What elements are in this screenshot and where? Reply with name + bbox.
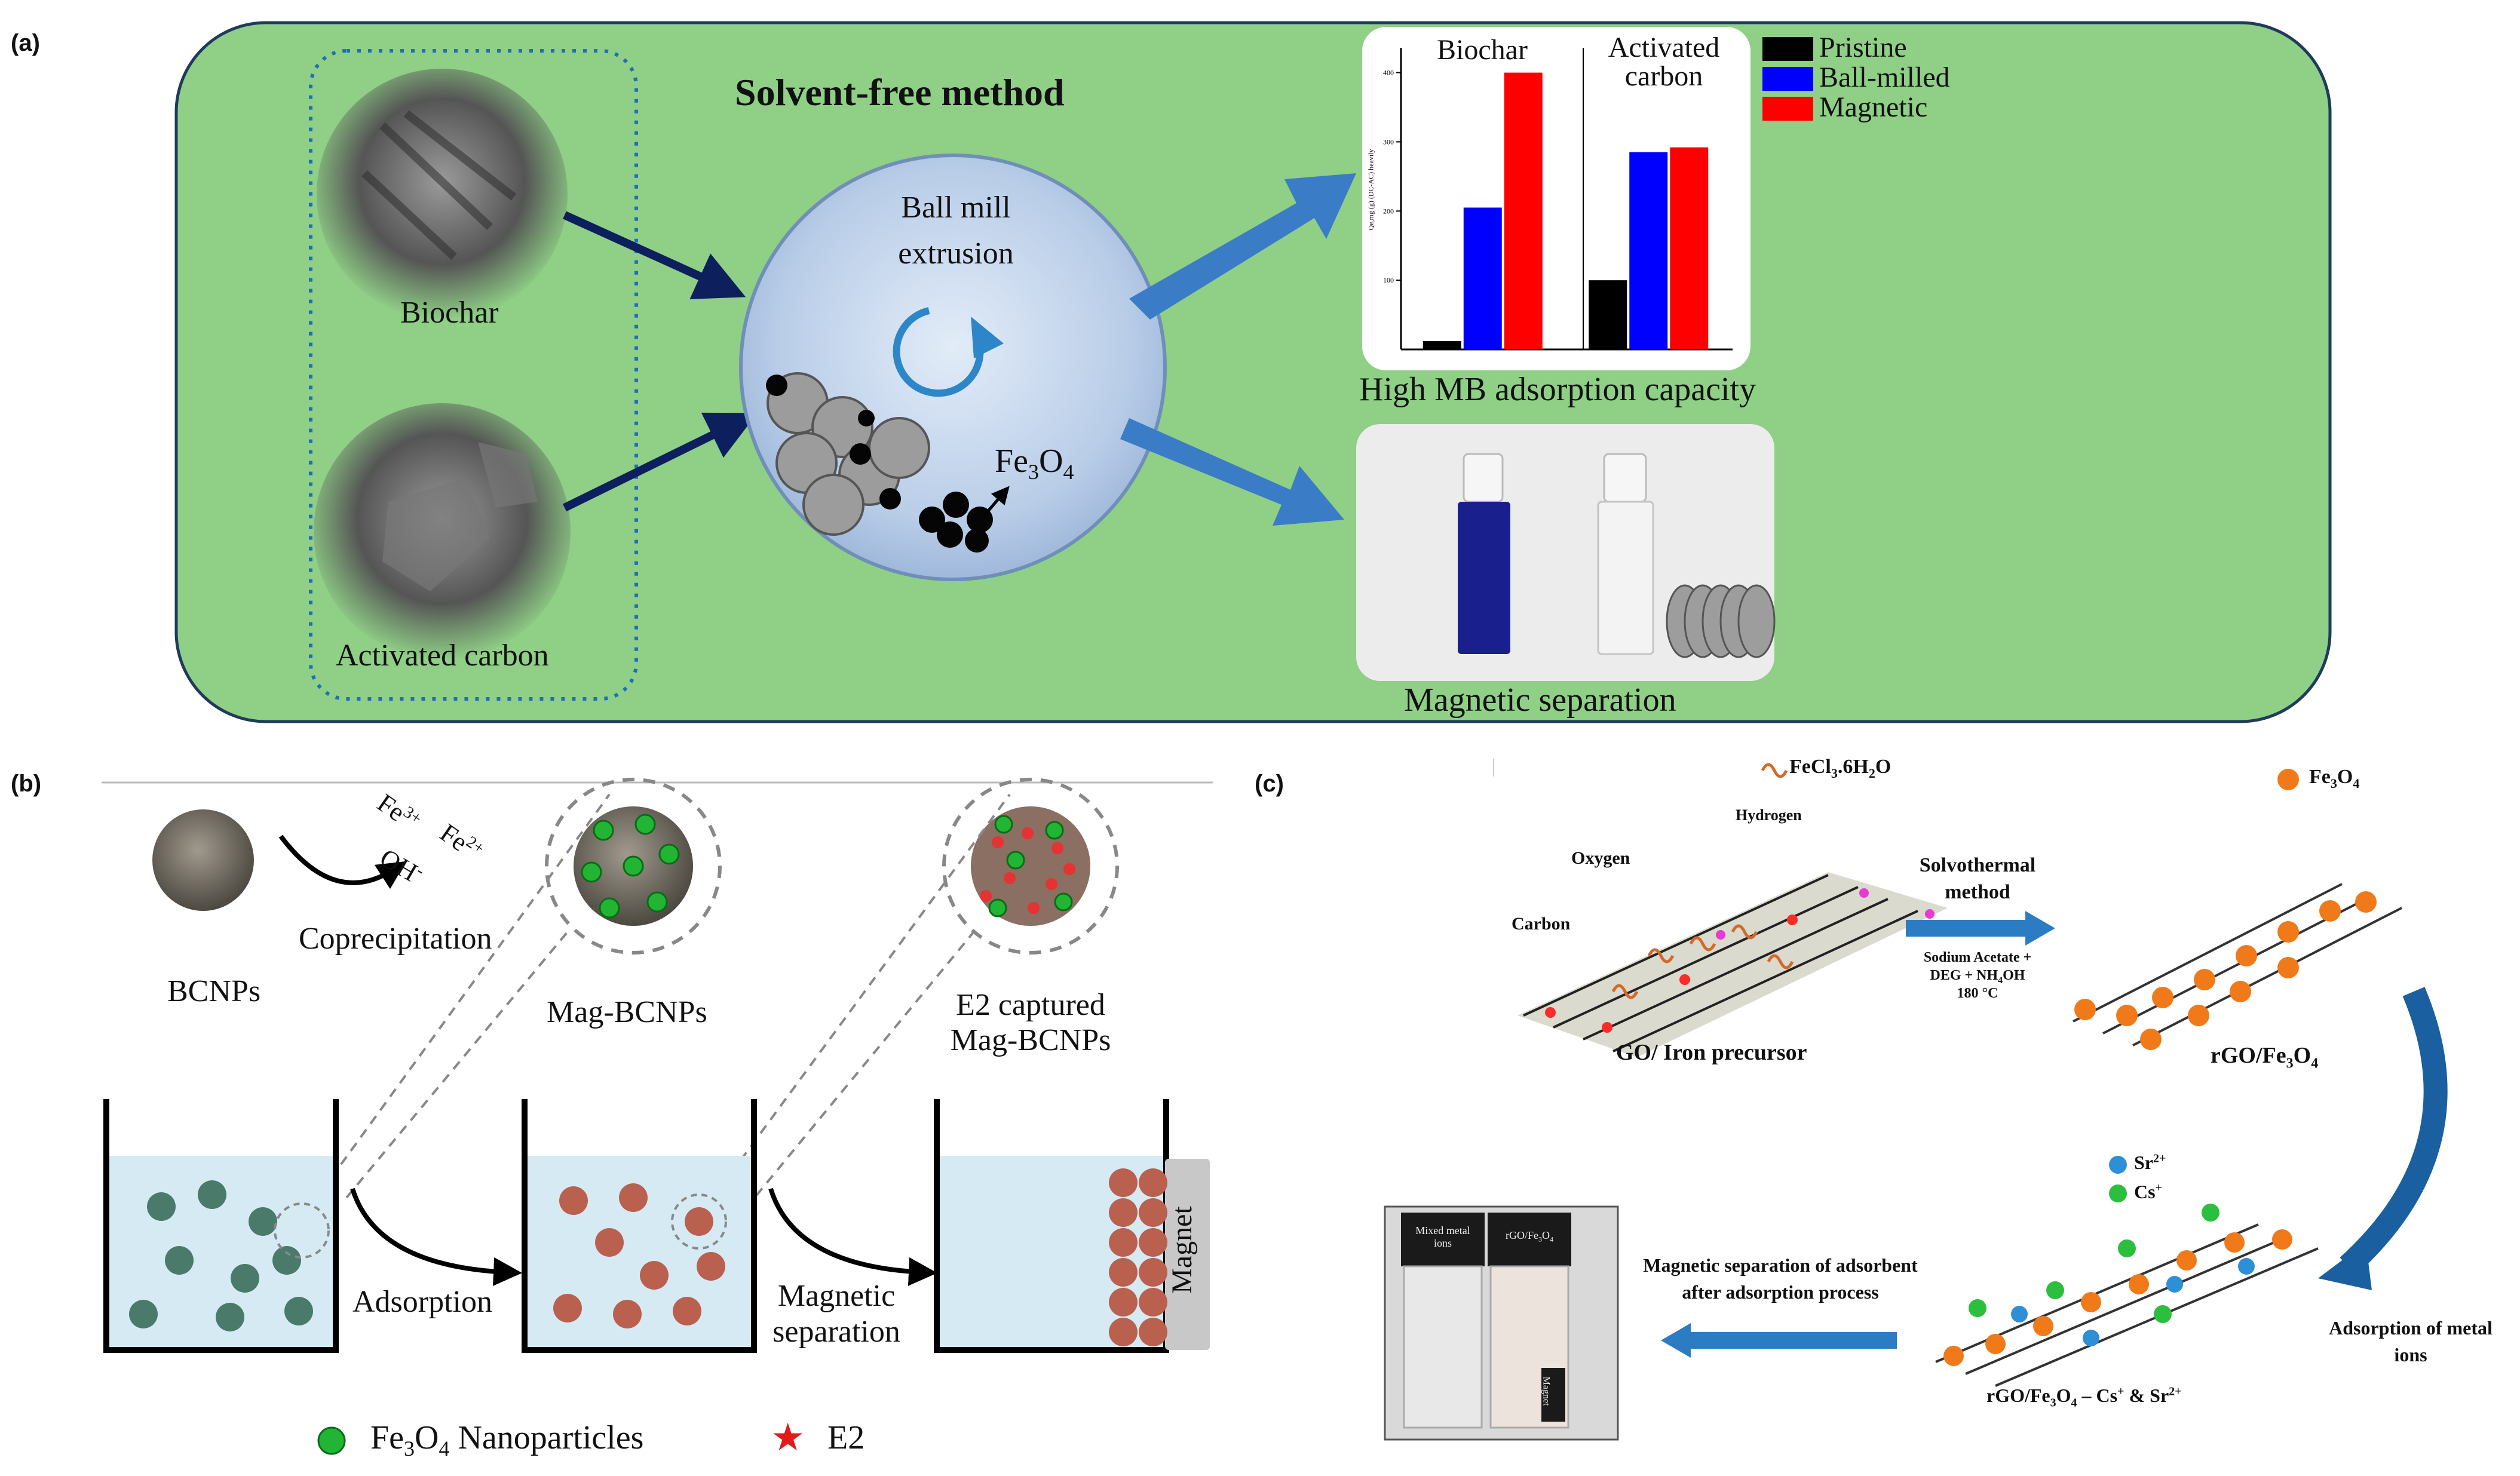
magsep-line-2: after adsorption process xyxy=(1682,1281,1879,1303)
chart-caption: High MB adsorption capacity xyxy=(1359,371,1756,408)
legend-e2-label: E2 xyxy=(827,1419,865,1456)
rgo-cs-sr-label: rGO/Fe3O4 – Cs+ & Sr2+ xyxy=(1986,1385,2182,1410)
hydrogen-label: Hydrogen xyxy=(1736,806,1802,824)
arrow-to-vials xyxy=(1120,418,1344,526)
chart-bars xyxy=(1423,72,1709,350)
cs-label: Cs+ xyxy=(2134,1181,2162,1202)
bar-pristine-0 xyxy=(1423,341,1461,349)
legend-swatch-ball-milled xyxy=(1762,67,1813,91)
magsep-line-1: Magnetic separation of adsorbent xyxy=(1643,1254,1918,1276)
conditions-line-2: DEG + NH4OH xyxy=(1930,968,2025,986)
bar-magnetic-0 xyxy=(1504,72,1543,350)
beaker-2 xyxy=(522,1099,757,1353)
biochar-label: Biochar xyxy=(400,296,499,330)
method-label: method xyxy=(1945,881,2010,903)
cs-legend-icon xyxy=(2109,1185,2127,1202)
bar-pristine-1 xyxy=(1589,280,1627,349)
panel-b-label: (b) xyxy=(11,771,42,797)
bar-magnetic-1 xyxy=(1670,147,1709,349)
vial-clear xyxy=(1597,501,1654,655)
adsorption-arrow xyxy=(2340,987,2448,1275)
magnet-label-c: Magnet xyxy=(1541,1376,1552,1406)
rotation-arrow xyxy=(893,307,984,397)
beaker-3-particles xyxy=(1109,1168,1167,1346)
adsorption-metal-label: Adsorption of metal xyxy=(2329,1317,2493,1339)
e2-captured-mag-bcnps-label: Mag-BCNPs xyxy=(950,1023,1111,1057)
solvothermal-arrow xyxy=(1906,920,2025,937)
chart-y-ticks: 100 200 300 400 xyxy=(1383,69,1401,284)
magnet-block-b xyxy=(1165,1159,1210,1350)
carbon-label: Carbon xyxy=(1512,914,1571,934)
bar-ball-milled-0 xyxy=(1463,207,1502,349)
mag-bcnps-label: Mag-BCNPs xyxy=(547,995,707,1029)
separation-label-b: separation xyxy=(772,1315,900,1349)
extrusion-label: extrusion xyxy=(898,237,1014,271)
fe3o4-label-a: Fe3O4 xyxy=(995,443,1074,484)
legend-nano-icon xyxy=(317,1426,346,1455)
fe3o4-label-c: Fe3O4 xyxy=(2309,766,2360,791)
e2-captured-label: E2 captured xyxy=(956,988,1105,1022)
go-sheet xyxy=(1517,763,1948,1057)
y-tick-label-0: 100 xyxy=(1383,276,1394,284)
magnetic-separation-arrow xyxy=(1691,1332,1897,1349)
arrow-carbon-to-mill xyxy=(562,412,758,512)
panel-a-background xyxy=(174,21,2332,723)
y-tick-label-1: 200 xyxy=(1383,207,1394,215)
magnet-photo-c xyxy=(1541,1368,1565,1422)
chart-ylabel: Qe,mg (g) (DC-AC) heavily xyxy=(1366,149,1375,231)
beaker-1-particles xyxy=(129,1180,313,1331)
legend-swatch-magnetic xyxy=(1762,97,1813,121)
rgo-fe3o4-label: rGO/Fe3O4 xyxy=(2211,1043,2319,1072)
precursor-dotted-box xyxy=(309,49,638,701)
biochar-sem-image xyxy=(317,69,568,320)
activated-carbon-label: Activated carbon xyxy=(336,639,549,673)
panel-a-title: Solvent-free method xyxy=(735,71,1065,113)
ions-label: ions xyxy=(2394,1344,2427,1365)
legend-ball-milled: Ball-milled xyxy=(1819,62,1950,93)
y-tick-label-2: 300 xyxy=(1383,137,1394,146)
adsorption-label: Adsorption xyxy=(352,1285,492,1319)
precursor-label: FeCl3.6H2O xyxy=(1789,756,1891,781)
fe3o4-particles xyxy=(766,375,993,553)
legend-e2-icon: ★ xyxy=(771,1416,805,1460)
beaker-2-particles xyxy=(553,1183,725,1328)
vial-blue xyxy=(1458,502,1510,654)
oxygen-label: Oxygen xyxy=(1571,848,1630,868)
magnet-label-b: Magnet xyxy=(1166,1206,1198,1294)
vial-rgo-label: rGO/Fe3O4 xyxy=(1506,1229,1553,1244)
arrow-biochar-to-mill xyxy=(563,211,746,299)
magnetic-separation-label: Magnetic separation xyxy=(1404,682,1676,719)
fe3o4-legend-dot xyxy=(2277,769,2299,790)
vial-mixed-ions xyxy=(1403,1265,1483,1429)
magnetic-label-b: Magnetic xyxy=(777,1279,896,1313)
panel-c-label: (c) xyxy=(1255,771,1284,797)
coprecipitation-label: Coprecipitation xyxy=(299,922,492,956)
solvothermal-label: Solvothermal xyxy=(1919,854,2036,876)
panel-a-label: (a) xyxy=(11,30,40,56)
ball-mill-label: Ball mill xyxy=(901,191,1011,225)
rgo-ion-sheet xyxy=(1935,1204,2319,1387)
y-tick-label-3: 400 xyxy=(1383,69,1394,77)
chart-category-biochar: Biochar xyxy=(1437,34,1528,66)
magnet-stack xyxy=(1666,584,1776,658)
bar-ball-milled-1 xyxy=(1629,152,1668,349)
conditions-line-3: 180 °C xyxy=(1957,986,1998,1001)
vial-mixed-label: Mixed metal ions xyxy=(1415,1225,1470,1249)
legend-swatch-pristine xyxy=(1762,37,1813,61)
conditions-line-1: Sodium Acetate + xyxy=(1923,950,2032,965)
sr-label: Sr2+ xyxy=(2134,1152,2166,1173)
beaker-1 xyxy=(103,1099,339,1353)
rgo-fe3o4-sheet xyxy=(2073,883,2402,1050)
go-iron-label: GO/ Iron precursor xyxy=(1616,1040,1807,1065)
legend-magnetic: Magnetic xyxy=(1819,91,1928,123)
legend-pristine: Pristine xyxy=(1819,32,1907,63)
legend-nano-label: Fe3O4 Nanoparticles xyxy=(370,1419,644,1461)
sr-legend-icon xyxy=(2109,1156,2127,1174)
bcnp-particle xyxy=(152,809,254,911)
arrow-to-chart xyxy=(1129,173,1356,320)
bcnps-label: BCNPs xyxy=(167,974,261,1008)
